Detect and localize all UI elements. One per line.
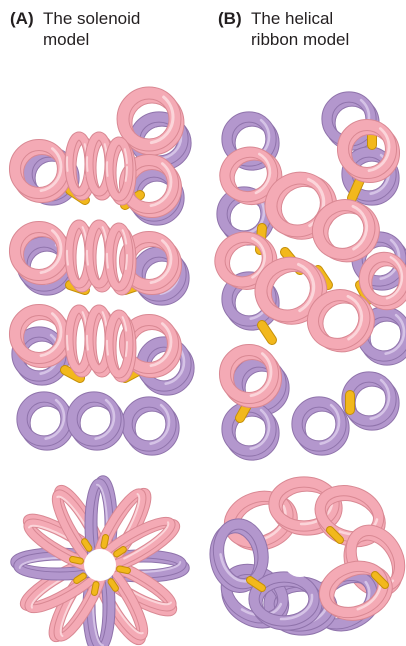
nucleosome-b-back-9 [225,405,274,455]
nucleosome-back-7 [20,395,69,445]
helical-ribbon-side-view [210,95,406,455]
nucleosome-front-5 [107,139,132,201]
helical-ribbon-core [283,543,317,577]
nucleosome-back-8 [125,400,174,450]
helical-ribbon-end-view [210,480,406,638]
nucleosome-back-9 [70,395,119,445]
solenoid-end-view [15,480,186,646]
solenoid-side-view [13,91,189,450]
solenoid-core [84,549,116,581]
nucleosome-front-1 [13,143,66,197]
nucleosome-b-back-10 [295,400,344,450]
